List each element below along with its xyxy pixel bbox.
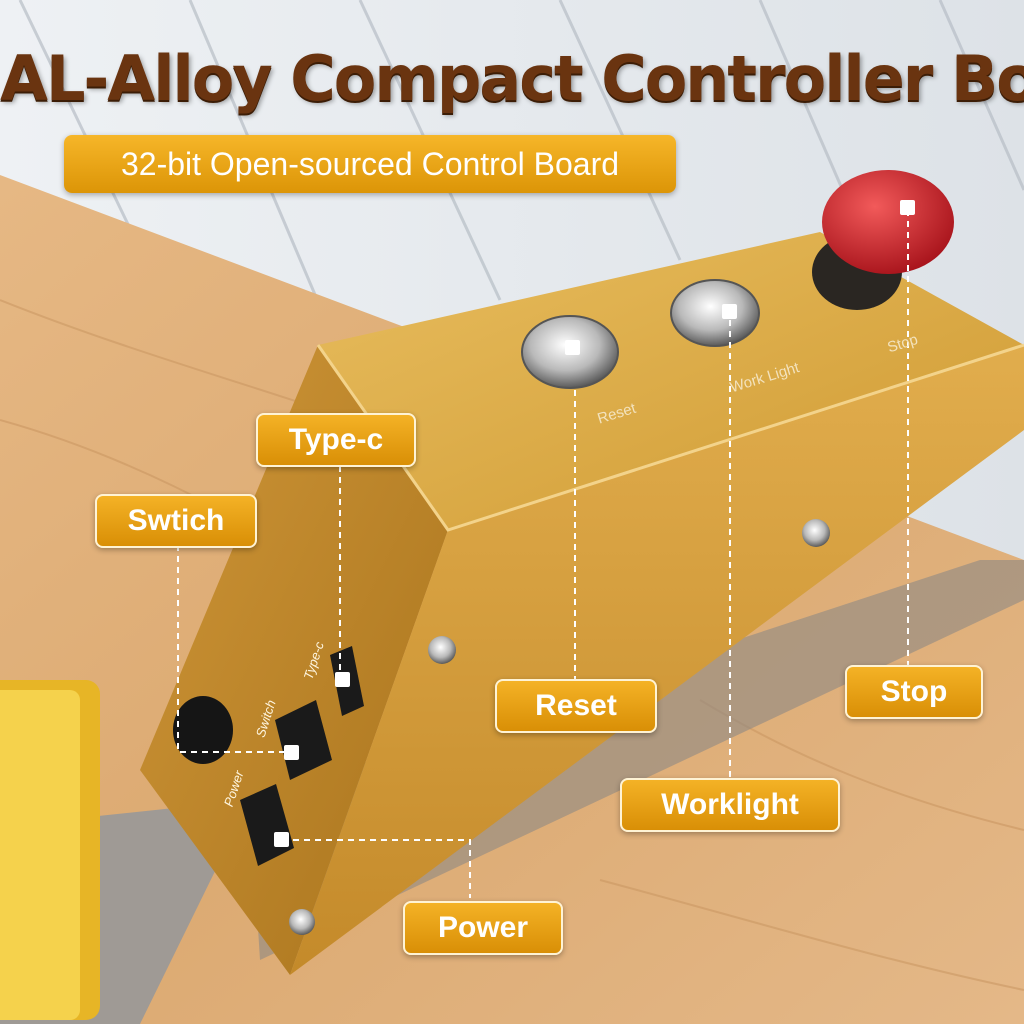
callout-switch: Swtich <box>95 494 257 548</box>
callout-reset: Reset <box>495 679 657 733</box>
callout-worklight: Worklight <box>620 778 840 832</box>
page-title: AL-Alloy Compact Controller Box <box>0 42 1024 115</box>
callout-power: Power <box>403 901 563 955</box>
callout-stop: Stop <box>845 665 983 719</box>
subtitle-banner: 32-bit Open-sourced Control Board <box>64 135 676 193</box>
callout-type-c: Type-c <box>256 413 416 467</box>
